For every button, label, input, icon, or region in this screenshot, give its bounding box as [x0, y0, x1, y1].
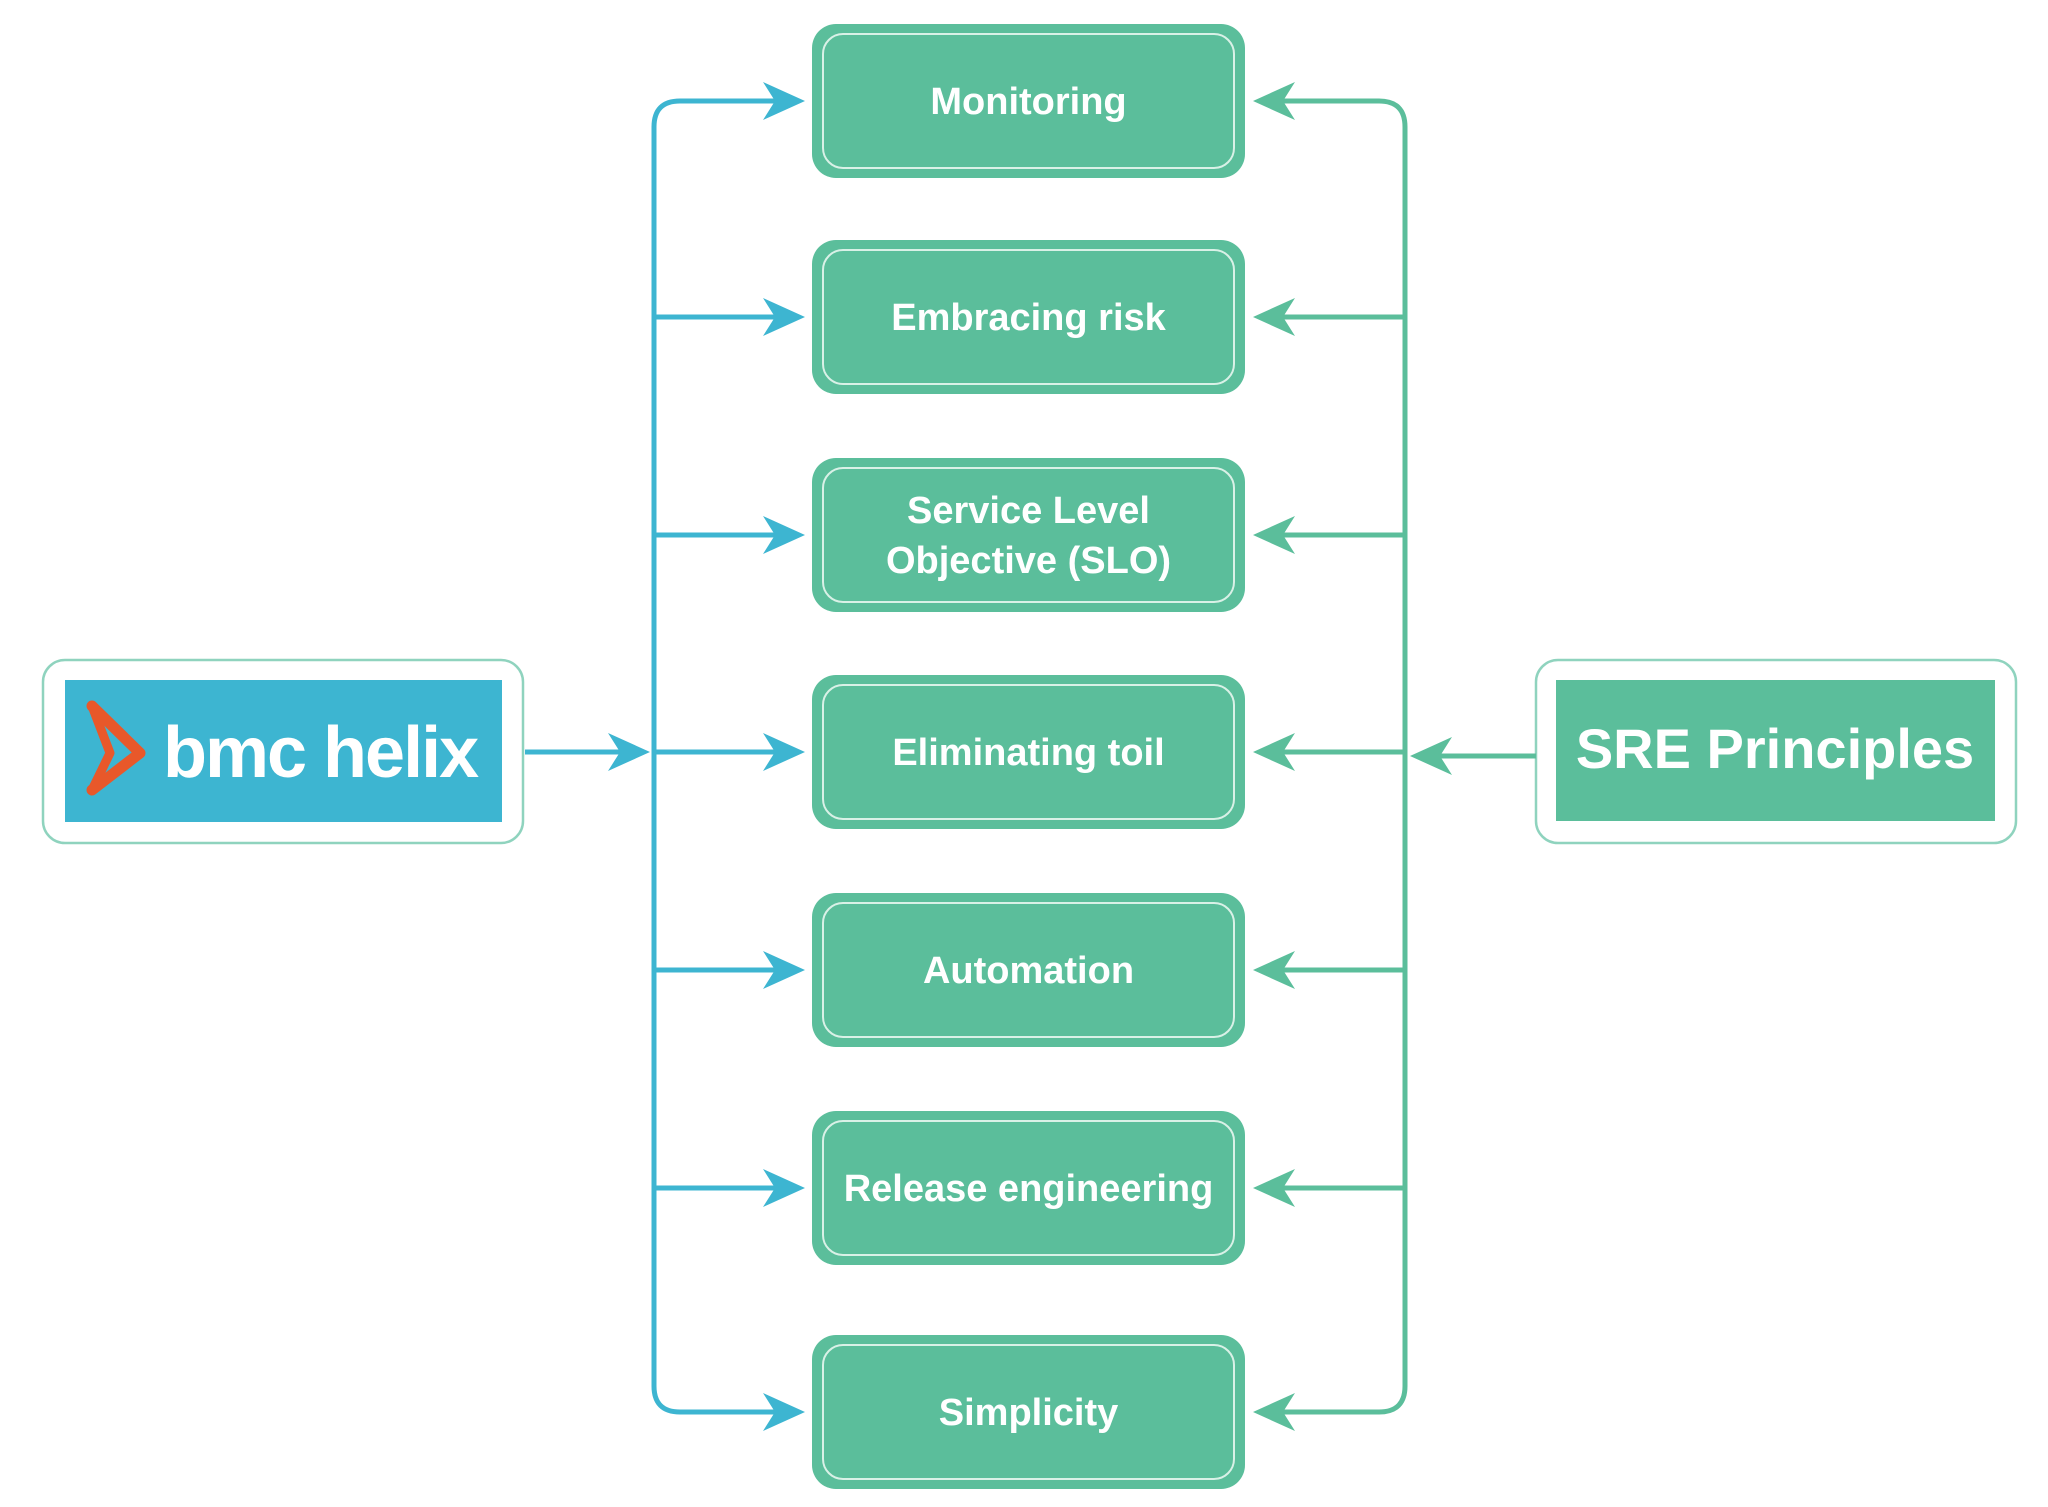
- principle-box-release-engineering: Release engineering: [812, 1111, 1245, 1265]
- left-arrow-icon: [1253, 1393, 1295, 1431]
- left-arrow-icon: [1253, 82, 1295, 120]
- principle-label: Objective (SLO): [886, 540, 1171, 582]
- principle-box-inner-border: [822, 1344, 1235, 1480]
- right-arrow-icon: [763, 1169, 805, 1207]
- principle-box-inner-border: [822, 684, 1235, 820]
- principle-box-monitoring: Monitoring: [812, 24, 1245, 178]
- principle-box-inner-border: [822, 249, 1235, 385]
- left-arrow-icon: [1253, 516, 1295, 554]
- principle-box-outer: [812, 458, 1245, 612]
- right-bus-line: [1283, 98, 1408, 1415]
- left-arrow-icon: [1253, 1169, 1295, 1207]
- sre-background: [1556, 680, 1995, 821]
- principle-box-embracing-risk: Embracing risk: [812, 240, 1245, 394]
- sre-principles-frame: SRE Principles: [1534, 658, 2018, 845]
- bmc-helix-logo-frame: bmc helix: [41, 658, 525, 845]
- right-arrow-icon: [763, 516, 805, 554]
- right-arrow-icon: [763, 298, 805, 336]
- left-arrow-icon: [1253, 298, 1295, 336]
- principle-box-inner-border: [822, 33, 1235, 169]
- principle-label: Eliminating toil: [892, 732, 1164, 774]
- principle-box-inner-border: [822, 1120, 1235, 1256]
- principle-label: Embracing risk: [891, 297, 1166, 339]
- principle-label: Monitoring: [930, 81, 1126, 123]
- sre-principles-label: SRE Principles: [1576, 717, 1974, 780]
- principle-box-outer: [812, 24, 1245, 178]
- bmc-chevron-logo-icon: [86, 700, 146, 796]
- left-arrow-icon: [1253, 733, 1295, 771]
- principle-box-simplicity: Simplicity: [812, 1335, 1245, 1489]
- principle-label: Service Level: [907, 490, 1150, 532]
- principle-box-outer: [812, 1111, 1245, 1265]
- right-arrow-icon: [763, 951, 805, 989]
- principle-box-automation: Automation: [812, 893, 1245, 1047]
- principle-label: Release engineering: [844, 1168, 1214, 1210]
- sre-arrow-icon: [1410, 737, 1452, 775]
- principle-label: Automation: [923, 950, 1134, 992]
- principle-box-outer: [812, 240, 1245, 394]
- principle-box-outer: [812, 1335, 1245, 1489]
- right-arrow-icon: [763, 733, 805, 771]
- principle-box-outer: [812, 675, 1245, 829]
- principle-label: Simplicity: [939, 1392, 1119, 1434]
- connectors: [525, 82, 1536, 1431]
- principle-box-outer: [812, 893, 1245, 1047]
- logo-wordmark: bmc helix: [163, 713, 479, 793]
- left-arrow-icon: [1253, 951, 1295, 989]
- left-bus-line: [651, 98, 775, 1415]
- principle-box-inner-border: [822, 467, 1235, 603]
- principle-box-eliminating-toil: Eliminating toil: [812, 675, 1245, 829]
- principle-box-inner-border: [822, 902, 1235, 1038]
- right-arrow-icon: [763, 82, 805, 120]
- logo-arrow-icon: [608, 733, 650, 771]
- right-arrow-icon: [763, 1393, 805, 1431]
